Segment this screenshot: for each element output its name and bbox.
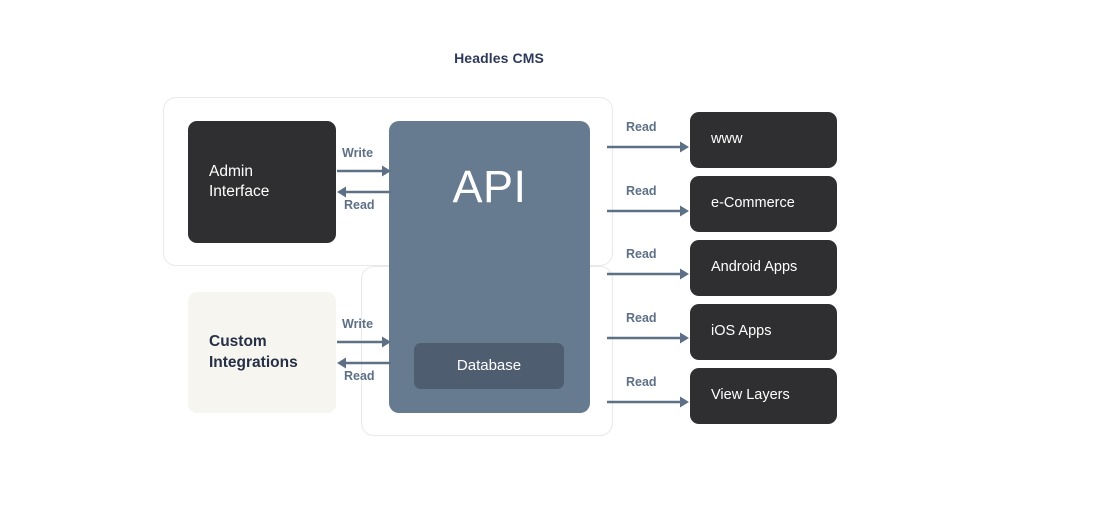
node-database[interactable]: Database	[414, 343, 564, 389]
node-custom-integrations-label: Custom Integrations	[209, 333, 298, 371]
node-consumer-android[interactable]: Android Apps	[690, 240, 837, 296]
arrow-read-ios-icon	[607, 332, 689, 344]
node-custom-integrations[interactable]: Custom Integrations	[188, 292, 336, 413]
arrow-read-custom-icon	[337, 357, 391, 369]
arrow-group-admin-api: Write Read	[336, 146, 392, 214]
arrow-label-read-admin: Read	[344, 198, 375, 212]
arrow-read-android-icon	[607, 268, 689, 280]
node-api-label: API	[452, 161, 527, 212]
arrow-read-www-icon	[607, 141, 689, 153]
group-container-admin	[163, 97, 613, 266]
node-consumer-www[interactable]: www	[690, 112, 837, 168]
node-consumer-ecommerce[interactable]: e-Commerce	[690, 176, 837, 232]
arrow-write-admin-icon	[337, 165, 391, 177]
page-title: Headles CMS	[454, 50, 544, 66]
arrow-label-read-ecommerce: Read	[626, 184, 657, 198]
arrow-group-read-ecommerce: Read	[607, 184, 690, 218]
arrow-group-read-viewlayers: Read	[607, 375, 690, 409]
node-api[interactable]: API Database	[389, 121, 590, 413]
node-consumer-ios[interactable]: iOS Apps	[690, 304, 837, 360]
arrow-label-read-ios: Read	[626, 311, 657, 325]
arrow-read-ecommerce-icon	[607, 205, 689, 217]
arrow-group-read-ios: Read	[607, 311, 690, 345]
node-consumer-viewlayers-label: View Layers	[711, 387, 790, 404]
node-consumer-ios-label: iOS Apps	[711, 323, 772, 340]
node-consumer-android-label: Android Apps	[711, 259, 798, 276]
arrow-write-custom-icon	[337, 336, 391, 348]
node-admin-interface[interactable]: Admin Interface	[188, 121, 336, 243]
arrow-label-read-android: Read	[626, 247, 657, 261]
arrow-read-admin-icon	[337, 186, 391, 198]
node-consumer-viewlayers[interactable]: View Layers	[690, 368, 837, 424]
node-admin-interface-label: Admin Interface	[209, 162, 270, 200]
node-database-label: Database	[456, 357, 522, 375]
arrow-group-custom-api: Write Read	[336, 317, 392, 385]
arrow-label-write-admin: Write	[342, 146, 374, 160]
arrow-label-read-viewlayers: Read	[626, 375, 657, 389]
arrow-label-write-custom: Write	[342, 317, 374, 331]
arrow-group-read-android: Read	[607, 247, 690, 281]
node-consumer-ecommerce-label: e-Commerce	[711, 195, 795, 212]
arrow-group-read-www: Read	[607, 120, 690, 154]
node-consumer-www-label: www	[711, 131, 743, 148]
arrow-read-viewlayers-icon	[607, 396, 689, 408]
arrow-label-read-www: Read	[626, 120, 657, 134]
arrow-label-read-custom: Read	[344, 369, 375, 383]
